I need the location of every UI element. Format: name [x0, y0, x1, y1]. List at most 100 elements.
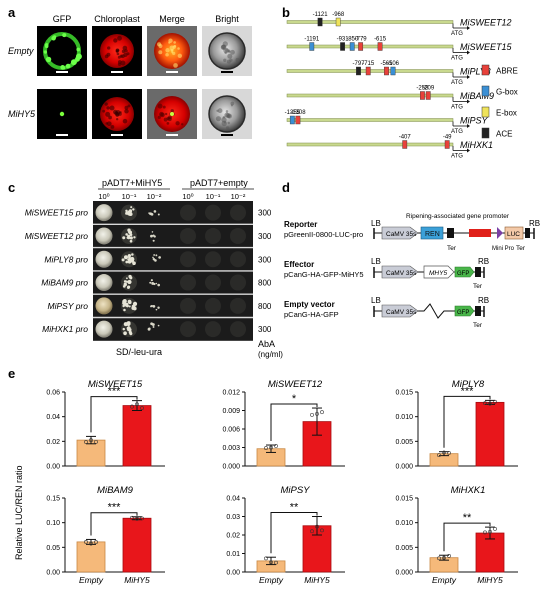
aba-concentration: 300: [258, 209, 272, 218]
replicate-point: [320, 410, 324, 415]
ren-label: REN: [425, 231, 440, 238]
ren-gene: [420, 226, 444, 240]
y-tick-label: 0.00: [46, 464, 60, 471]
camv-label-empty: CaMV 35s: [386, 309, 417, 316]
camv-35s-promoter-empty: [381, 304, 419, 318]
cis-element-abre: [358, 42, 364, 51]
gfp-gene-empty: [454, 305, 475, 317]
gene-name: MiSWEET15: [460, 42, 513, 52]
cis-element-g-box: [309, 42, 315, 51]
scale-bar: [111, 134, 123, 136]
yeast-spot: [230, 251, 246, 268]
replicate-point: [483, 401, 487, 406]
promoter-row-label: MiHXK1 pro: [42, 324, 88, 334]
yeast-spot: [121, 321, 137, 338]
significance-marker: ***: [108, 386, 122, 398]
gene-name: MiPSY: [460, 116, 489, 126]
promoter-row-label: MiPSY pro: [48, 301, 89, 311]
effector-lb: LB: [371, 257, 381, 266]
y-tick-label: 0.012: [222, 390, 240, 397]
yeast-spot: [230, 297, 246, 314]
y-tick-label: 0.015: [395, 390, 413, 397]
empty-rb: RB: [478, 296, 489, 305]
yeast-spot: [180, 251, 196, 268]
yeast-spot: [180, 204, 196, 221]
site-position: -797: [352, 61, 365, 67]
x-tick-label: Empty: [432, 575, 457, 585]
camv-label-effector: CaMV 35s: [386, 270, 417, 277]
row-header: Empty: [8, 46, 34, 56]
site-position: -968: [332, 12, 345, 18]
cis-element-ace: [317, 17, 323, 27]
y-tick-label: 0.06: [46, 390, 60, 397]
panel-e-label: e: [8, 366, 15, 381]
column-header: GFP: [53, 14, 72, 24]
replicate-point: [437, 453, 441, 457]
dilution-label: 10⁻¹: [206, 192, 221, 201]
y-tick-label: 0.010: [395, 414, 413, 421]
replicate-point: [130, 404, 134, 409]
yeast-spot: [180, 321, 196, 338]
x-tick-label: MiHY5: [477, 575, 503, 585]
bar-empty: [76, 439, 106, 467]
dilution-label: 10⁰: [98, 192, 109, 201]
y-tick-label: 0.000: [395, 570, 413, 577]
empty-lb: LB: [371, 296, 381, 305]
y-tick-label: 0.00: [226, 570, 240, 577]
yeast-spot: [148, 210, 160, 216]
cis-element-abre: [295, 115, 301, 125]
reporter-lb: LB: [371, 219, 381, 228]
replicate-point: [89, 438, 93, 443]
panel-b-label: b: [282, 5, 290, 20]
luc-gene: [504, 226, 524, 240]
significance-marker: **: [463, 512, 472, 524]
aba-concentration: 800: [258, 302, 272, 311]
yeast-spot: [95, 320, 113, 338]
y-axis-label: Relative LUC/REN ratio: [14, 465, 24, 560]
replicate-point: [269, 445, 273, 450]
cis-element-abre: [384, 66, 389, 76]
micrograph-tile: [147, 26, 197, 76]
yeast-spot: [121, 227, 137, 244]
panel-d-label: d: [282, 180, 290, 195]
y-tick-label: 0.03: [226, 514, 240, 521]
gfp-label-empty: GFP: [457, 310, 469, 316]
promoter-row-label: MiSWEET15 pro: [25, 208, 89, 218]
effector-subtitle: pCanG-HA-GFP-MiHY5: [284, 270, 364, 279]
micrograph-tile: [202, 26, 252, 76]
site-position: -1308: [290, 110, 306, 116]
camv-label-reporter: CaMV 35s: [386, 231, 417, 238]
replicate-point: [264, 556, 268, 561]
y-tick-label: 0.005: [395, 545, 413, 552]
site-position: -209: [422, 86, 435, 92]
replicate-point: [447, 451, 451, 455]
scale-bar: [111, 71, 123, 73]
site-position: -931: [337, 37, 350, 43]
replicate-point: [84, 440, 88, 444]
cis-element-g-box: [289, 115, 295, 125]
cis-element-abre: [365, 66, 371, 76]
cis-element-abre: [377, 42, 383, 51]
legend-label: ABRE: [496, 67, 518, 76]
bar-mihy5: [122, 517, 152, 573]
scale-bar: [221, 134, 233, 136]
site-position: -1121: [313, 12, 329, 18]
promoter-insert: [469, 229, 491, 237]
y-tick-label: 0.009: [222, 408, 240, 415]
promoter-line: [286, 142, 454, 147]
yeast-spot: [205, 321, 221, 338]
mihy5-gene: [423, 265, 455, 279]
site-position: -779: [355, 37, 368, 43]
promoter-note: Ripening-associated gene promoter: [406, 213, 510, 220]
y-tick-label: 0.015: [395, 496, 413, 503]
yeast-spot: [121, 274, 137, 291]
micrograph-tile: [37, 26, 87, 76]
legend-swatch: [481, 106, 490, 118]
chart-title: MiHXK1: [451, 485, 486, 496]
group-left-label: pADT7+MiHY5: [102, 178, 162, 188]
